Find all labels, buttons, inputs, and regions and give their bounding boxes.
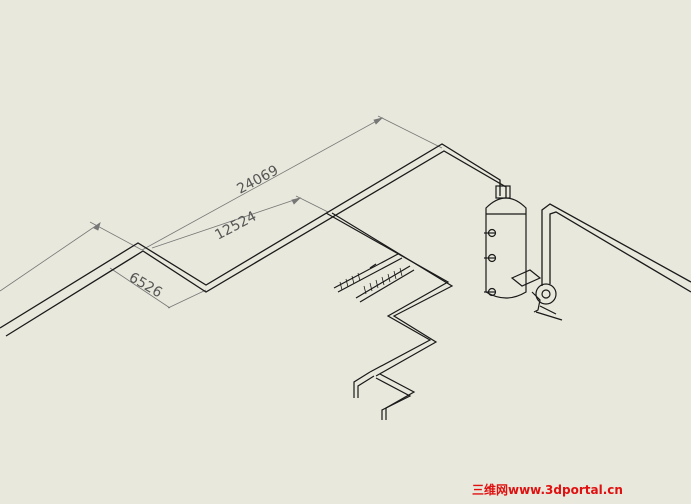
dimension-lines [0, 115, 443, 309]
dim-label-overall: 24069 [234, 162, 281, 197]
vessel-tank [484, 185, 527, 299]
insulated-pipe-sections [339, 267, 403, 295]
pump-unit [510, 269, 563, 321]
outlet-pipe [541, 203, 691, 293]
main-header-pipe [0, 143, 507, 337]
dim-label-middle: 12524 [212, 208, 259, 243]
branch-pipe-network [325, 212, 454, 420]
dim-label-short: 6526 [126, 270, 165, 302]
dimension-labels: 24069 12524 6526 [126, 162, 281, 301]
watermark-text: 三维网www.3dportal.cn [472, 482, 623, 497]
